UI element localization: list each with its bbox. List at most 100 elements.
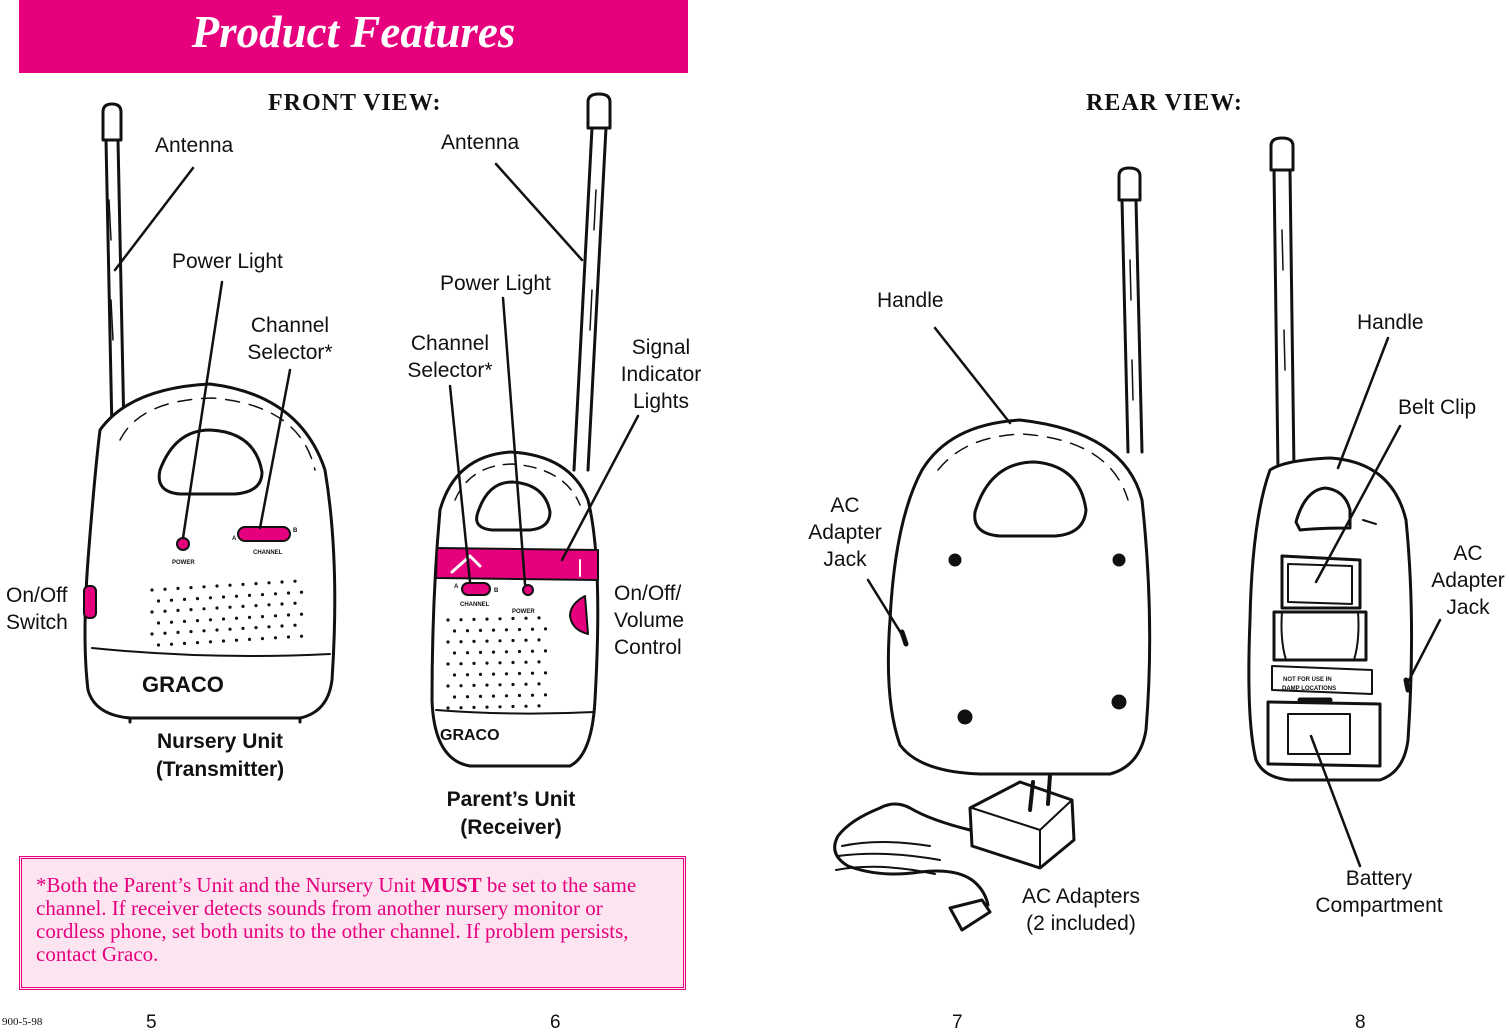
speaker-dot [459, 706, 463, 710]
speaker-dot [208, 640, 213, 644]
rear-left-unit-illustration [866, 166, 1152, 776]
speaker-dot [465, 651, 470, 655]
speaker-dot [241, 582, 245, 587]
speaker-dot [485, 683, 489, 687]
speaker-dot [299, 634, 304, 638]
speaker-dot [293, 623, 297, 627]
nursery-unit-caption: Nursery Unit (Transmitter) [155, 730, 285, 781]
speaker-dot [472, 705, 476, 710]
nursery-panel-b: B [293, 528, 298, 534]
speaker-dot [286, 591, 291, 595]
page-number-8: 8 [1355, 1012, 1366, 1033]
speaker-dot [530, 627, 535, 631]
nursery-antenna-label: Antenna [155, 134, 234, 157]
speaker-dot [543, 649, 548, 653]
speaker-dot [215, 606, 219, 610]
speaker-dot [169, 620, 174, 624]
speaker-dot [215, 628, 219, 632]
nursery-panel-channel: CHANNEL [253, 550, 283, 556]
belt-clip-label: Belt Clip [1398, 396, 1477, 419]
speaker-dot [472, 639, 476, 644]
page-number-5: 5 [146, 1012, 157, 1033]
parent-panel-channel: CHANNEL [460, 602, 490, 608]
speaker-dot [195, 641, 200, 645]
speaker-dot [163, 631, 167, 635]
speaker-dot [267, 625, 271, 629]
speaker-dot [491, 694, 496, 698]
speaker-dot [498, 683, 502, 687]
rear-right-unit-illustration [1247, 136, 1442, 868]
speaker-dot [150, 610, 154, 614]
speaker-dot [286, 635, 291, 639]
speaker-dot [478, 672, 483, 677]
speaker-dot [156, 621, 161, 625]
page-number-7: 7 [952, 1012, 963, 1033]
damp-warning-2: DAMP LOCATIONS [1282, 686, 1336, 692]
speaker-dot [163, 587, 167, 591]
speaker-dot [543, 693, 548, 697]
parent-power-light-label: Power Light [440, 272, 551, 295]
front-view-title: FRONT VIEW: [268, 90, 442, 116]
nursery-speaker-dots [150, 579, 304, 647]
speaker-dot [537, 682, 541, 686]
speaker-dot [150, 588, 154, 592]
nursery-unit-illustration [83, 102, 337, 724]
nursery-channel-selector-label: Channel Selector* [247, 314, 333, 364]
speaker-dot [280, 580, 284, 584]
speaker-dot [498, 705, 502, 709]
speaker-dot [228, 605, 232, 609]
speaker-dot [465, 673, 470, 677]
speaker-dot [537, 660, 541, 664]
speaker-dot [176, 586, 180, 591]
speaker-dot [517, 693, 522, 698]
speaker-dot [208, 596, 213, 600]
speaker-dot [459, 662, 463, 666]
speaker-dot [524, 638, 528, 642]
speaker-dot [511, 660, 515, 665]
speaker-dot [182, 597, 187, 602]
speaker-dot [537, 704, 541, 708]
speaker-dot [182, 641, 187, 646]
speaker-dot [478, 650, 483, 655]
speaker-dot [208, 618, 213, 622]
rear-left-jack-label: AC Adapter Jack [808, 494, 882, 571]
speaker-dot [247, 637, 252, 642]
speaker-dot [228, 583, 232, 587]
speaker-dot [267, 581, 271, 585]
speaker-dot [260, 593, 265, 597]
speaker-dot [202, 629, 206, 633]
parent-channel-selector-label: Channel Selector* [407, 332, 493, 382]
speaker-dot [267, 603, 271, 607]
speaker-dot [530, 671, 535, 675]
speaker-dot [472, 683, 476, 688]
speaker-dot [260, 615, 265, 619]
speaker-dot [511, 616, 515, 621]
speaker-dot [156, 599, 161, 603]
speaker-dot [452, 695, 457, 699]
speaker-dot [517, 627, 522, 632]
parent-panel-b: B [494, 588, 499, 594]
speaker-dot [189, 608, 193, 612]
battery-compartment-label: Battery Compartment [1315, 867, 1443, 917]
speaker-dot [452, 629, 457, 633]
speaker-dot [241, 604, 245, 609]
nursery-panel-a: A [232, 536, 237, 542]
nursery-panel-power: POWER [172, 560, 195, 566]
speaker-dot [537, 616, 541, 620]
speaker-dot [247, 615, 252, 620]
speaker-dot [498, 639, 502, 643]
speaker-dot [485, 661, 489, 665]
speaker-dot [472, 617, 476, 622]
speaker-dot [202, 585, 206, 589]
speaker-dot [524, 660, 528, 664]
speaker-dot [465, 695, 470, 699]
parent-panel-power: POWER [512, 609, 535, 615]
speaker-dot [478, 694, 483, 699]
speaker-dot [446, 618, 450, 622]
speaker-dot [293, 601, 297, 605]
speaker-dot [517, 649, 522, 654]
speaker-dot [524, 682, 528, 686]
speaker-dot [485, 617, 489, 621]
speaker-dot [446, 640, 450, 644]
